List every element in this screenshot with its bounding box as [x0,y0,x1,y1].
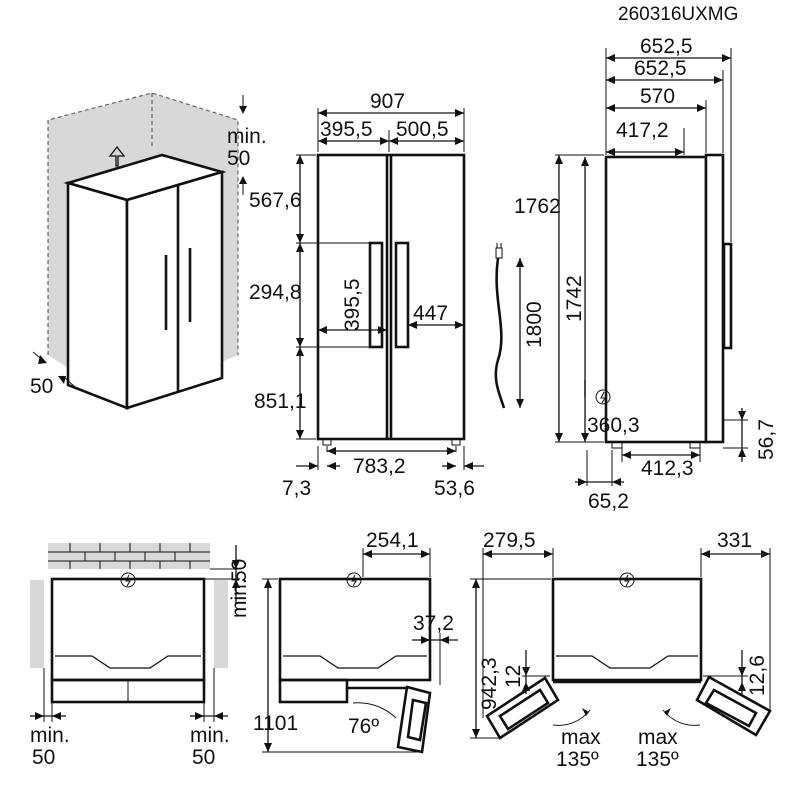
plan3-left-angle: 135º [556,748,599,771]
front-left-offset: 7,3 [282,477,311,500]
power-plug-icon [495,247,503,259]
iso-wall-back [48,93,238,362]
plan1-door-curve [55,655,201,669]
plug-icon [595,389,611,405]
plan1-left-min: min. [30,724,70,747]
plan1-wall-right [214,580,228,668]
plan1-cabinet [50,577,206,682]
power-cord [494,257,506,409]
plan1-top-clearance: 50 [228,559,251,582]
front-handle-left [368,241,384,349]
lightning-icon [600,391,606,404]
iso-side-clearance: 50 [30,375,53,398]
plan-view-3: max 135º max 135º 279,5 331 942,3 12 12,… [470,529,772,771]
front-lower-height: 851,1 [254,390,307,413]
iso-wall-edge [47,92,239,355]
front-upper-height: 567,6 [249,189,302,212]
plan2-left-door [278,678,349,704]
front-right-offset: 53,6 [434,477,475,500]
plan3-right-max: max [638,726,678,749]
iso-cabinet-side [66,181,129,410]
side-depth-2: 652,5 [634,57,687,80]
plan3-left-offset: 12 [502,665,525,688]
plan3-left-door-inner [498,688,550,731]
side-foot-rear [611,441,623,449]
plan2-plug-icon [346,572,362,588]
front-left-door-width: 395,5 [320,118,373,141]
side-door [704,153,725,444]
plan1-brick-wall [48,543,210,569]
plan3-right-door-inner [704,688,758,728]
side-view: 652,5 652,5 570 417,2 1762 1742 360,3 18… [494,35,778,513]
arrow-up-icon [108,145,126,167]
front-foot-span: 783,2 [353,455,406,478]
plan3-left-max: max [561,726,601,749]
plan2-open-door-inner [406,698,428,742]
cord-length: 1800 [523,301,546,348]
lightning-icon [624,574,630,587]
plan2-total-depth: 1101 [253,712,298,735]
side-depth-4: 417,2 [616,119,669,142]
iso-wall-side [48,120,68,368]
arrow-icon [38,355,47,364]
front-right-inner-width: 447 [413,302,448,325]
plan-view-1: min. 50 min. 50 min. 50 [30,543,251,769]
front-total-width: 907 [370,90,405,113]
plan2-cabinet [278,577,432,682]
plan1-right-clearance: 50 [192,746,215,769]
plan1-brick-pattern [48,543,210,569]
plan3-plug-icon [619,572,635,588]
side-depth-1: 652,5 [640,35,693,58]
arrow-down-icon [239,106,247,114]
plan3-left-door: 279,5 [483,529,536,552]
side-rear-offset: 65,2 [588,490,629,513]
plan1-left-clearance: 50 [32,746,55,769]
iso-top-clearance: 50 [227,147,250,170]
side-foot-depth: 412,3 [641,457,694,480]
plan3-cabinet [551,577,703,682]
side-handle [722,242,733,350]
plan2-door-depth: 254,1 [366,529,419,552]
plan2-gap: 37,2 [413,612,454,635]
lightning-icon [125,574,131,587]
side-foot-front [689,441,701,449]
side-plug-height: 360,3 [587,414,640,437]
arrow-up-small-icon [239,176,247,184]
side-cabinet [604,155,708,444]
front-handle-right [394,241,410,349]
front-right-door-width: 500,5 [396,118,449,141]
plan2-open-door [396,685,432,754]
plan3-right-door: 331 [717,529,752,552]
iso-view: min. 50 50 [30,92,267,410]
front-dispenser-width: 395,5 [341,278,364,331]
iso-cabinet-front [125,170,224,410]
plan3-right-offset: 12,6 [746,655,769,696]
front-foot-right [451,438,461,446]
side-foot-height: 56,7 [755,419,778,460]
side-height-cabinet: 1742 [563,275,586,322]
plan1-min-label: min. [228,578,251,618]
front-foot-left [322,438,332,446]
iso-min-label: min. [227,125,267,148]
lightning-icon [351,574,357,587]
doc-code: 260316UXMG [618,4,738,25]
plan-view-2: 76º 254,1 37,2 1101 [253,529,458,754]
side-height-total: 1762 [514,195,561,218]
plan1-plug-icon [120,572,136,588]
arrow-icon-2 [58,376,66,384]
plan1-right-min: min. [190,724,230,747]
front-view: 907 395,5 500,5 567,6 294,8 851,1 395,5 … [249,90,484,500]
plan2-door-curve [283,655,427,669]
plan1-wall-left [30,580,44,668]
plan2-angle-arc [352,702,397,719]
plan3-right-angle: 135º [636,748,679,771]
side-depth-3: 570 [640,85,675,108]
plan3-swing-depth: 942,3 [478,657,501,710]
front-dispenser-height: 294,8 [249,281,302,304]
plan3-door-curve [556,655,698,669]
plan2-angle: 76º [348,715,379,738]
